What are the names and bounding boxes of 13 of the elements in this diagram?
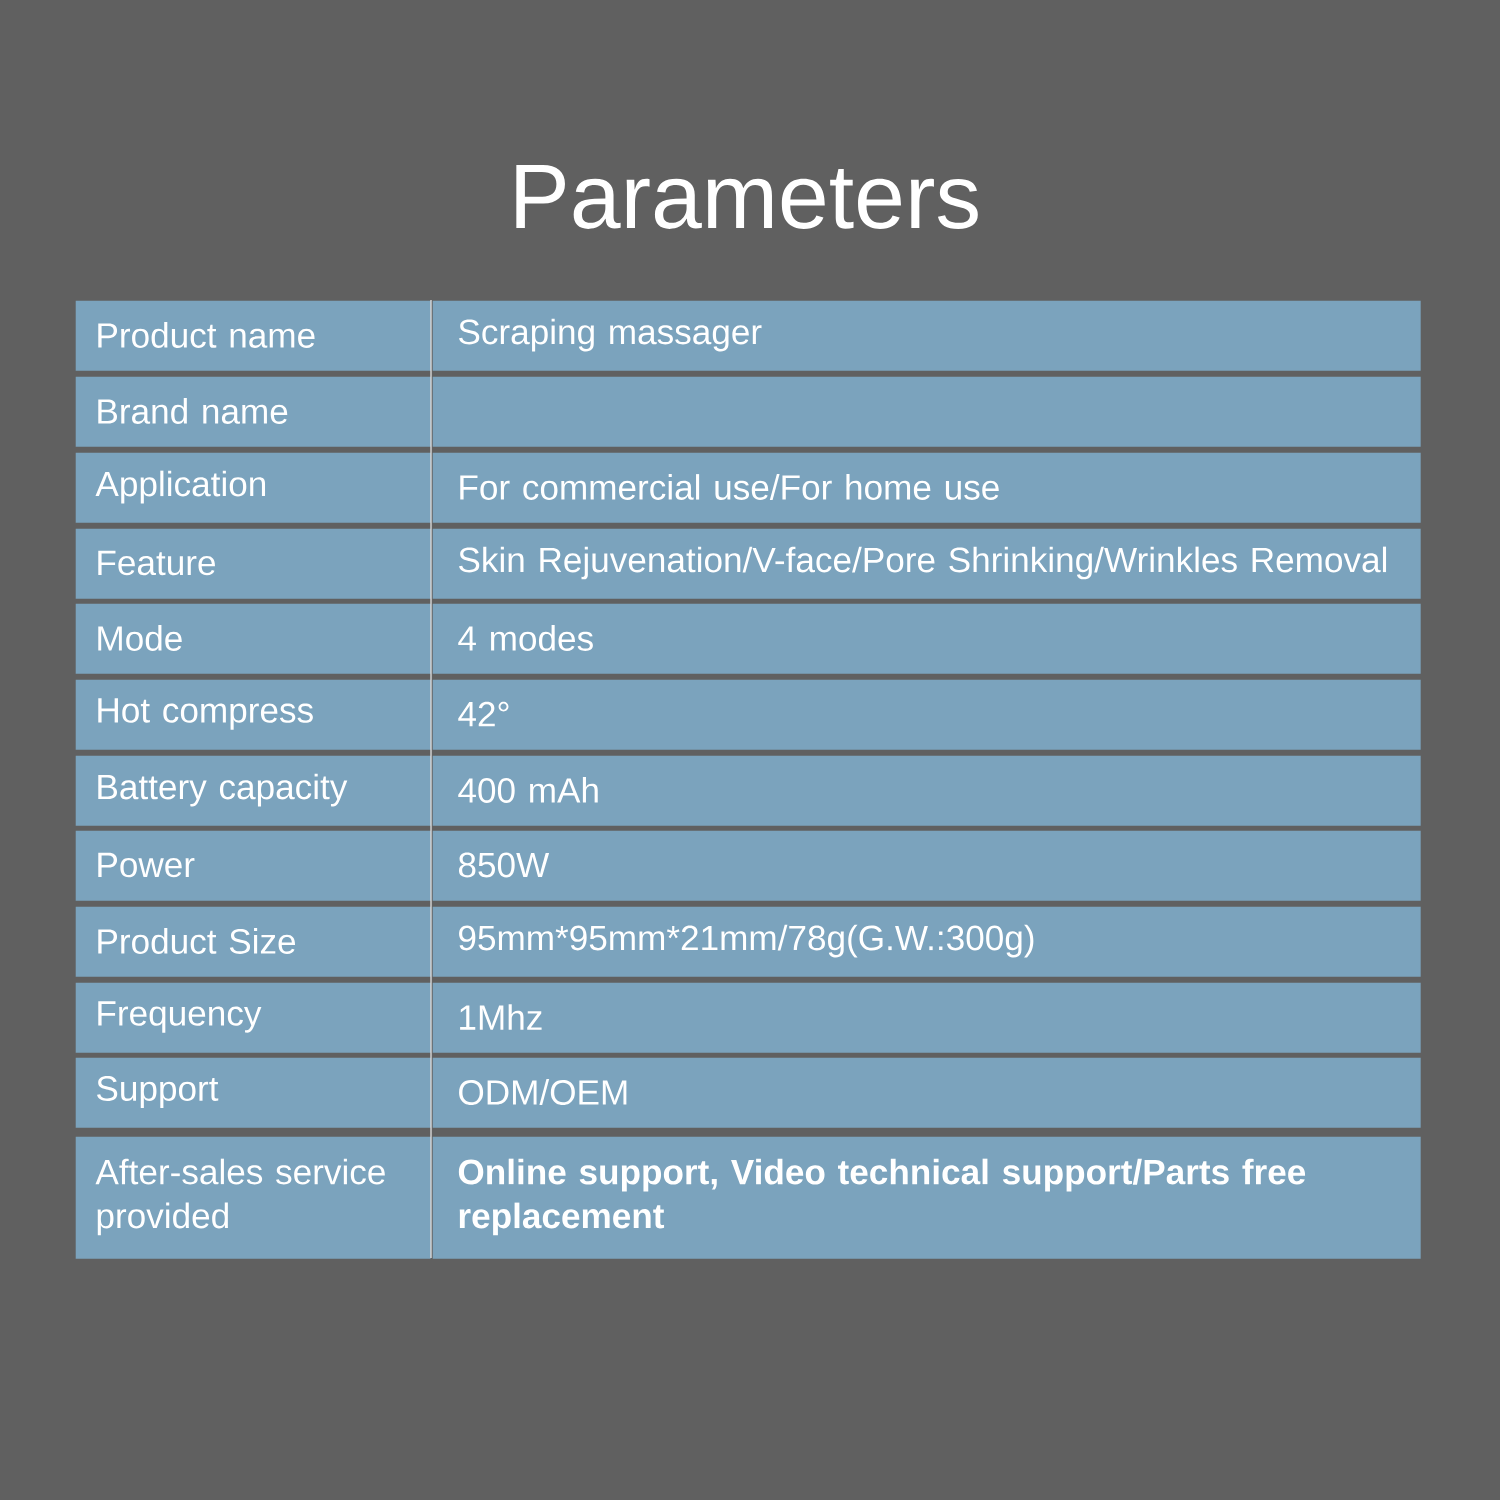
table-cell: Product name bbox=[75, 300, 431, 371]
table-cell: After-sales service provided bbox=[75, 1136, 431, 1259]
table-cell: Application bbox=[75, 452, 431, 523]
table-cell: Product Size bbox=[75, 906, 431, 977]
table-cell: Power bbox=[75, 830, 431, 901]
table-cell: Feature bbox=[75, 528, 431, 599]
table-cell: Hot compress bbox=[75, 679, 431, 750]
table-cell: Mode bbox=[75, 603, 431, 674]
table-cell: Brand name bbox=[75, 376, 431, 447]
table-cell: Support bbox=[75, 1057, 431, 1128]
table-cell: Frequency bbox=[75, 982, 431, 1053]
title: Parameters bbox=[516, 165, 978, 229]
table-cell: Battery capacity bbox=[75, 755, 431, 826]
